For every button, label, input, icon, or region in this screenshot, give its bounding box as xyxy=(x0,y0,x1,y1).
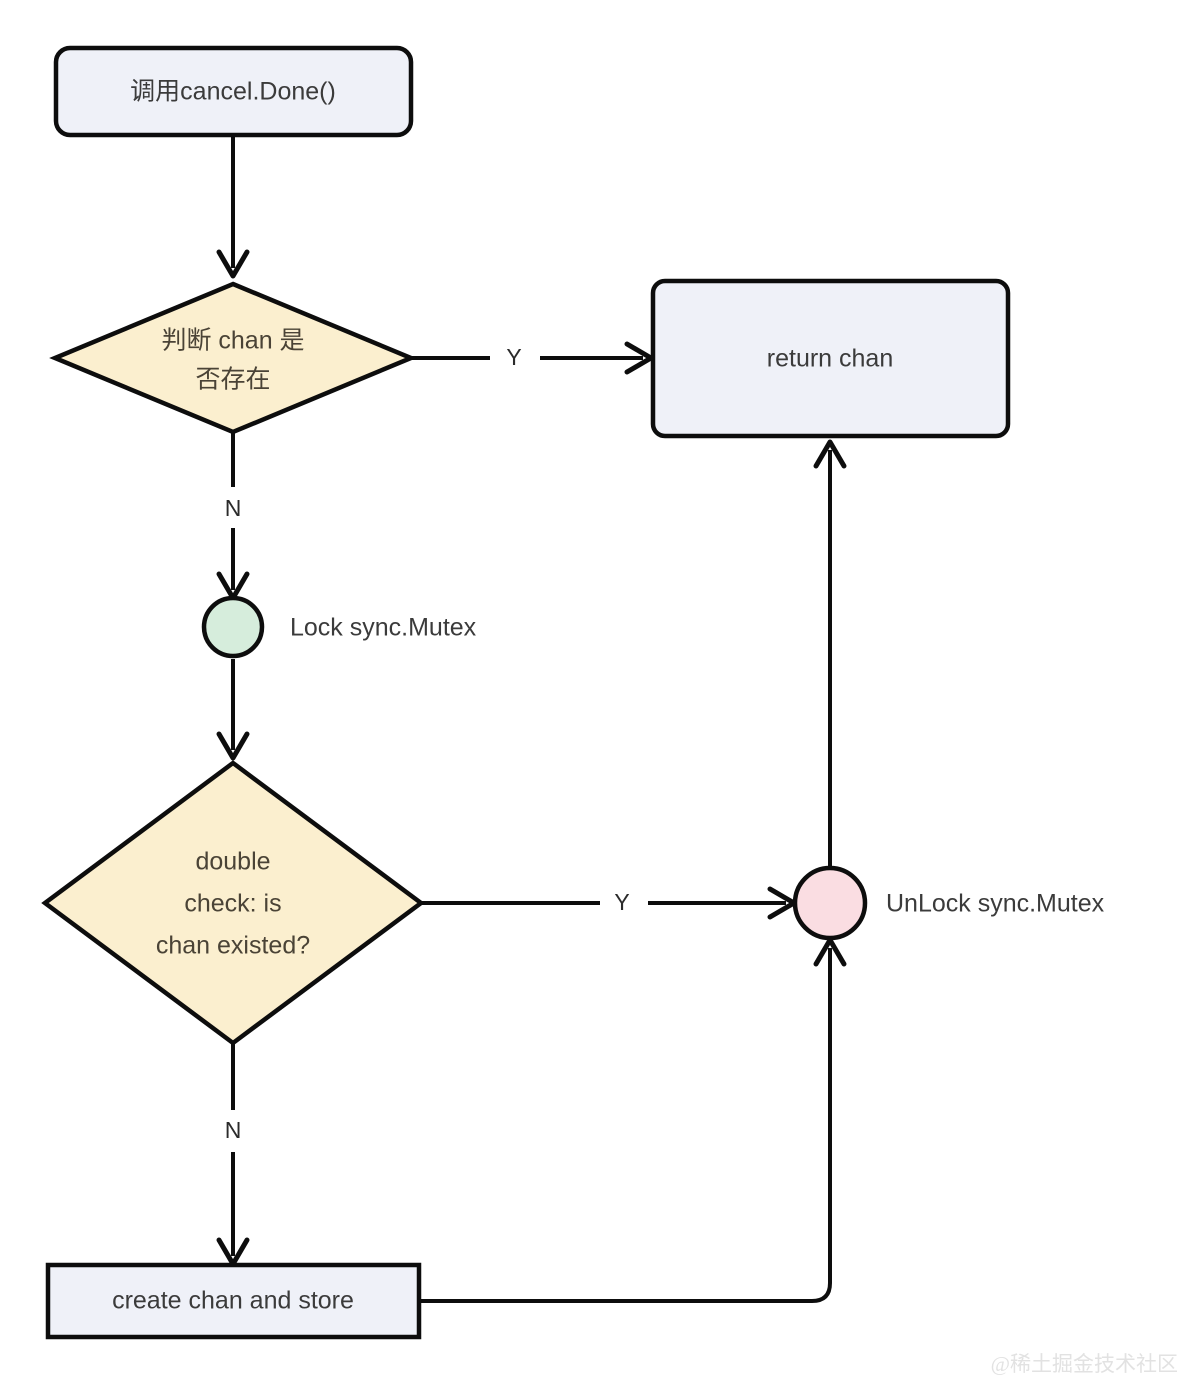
edge-decision1-yes: Y xyxy=(412,341,654,375)
node-return-chan[interactable]: return chan xyxy=(650,278,1011,439)
return-chan-box-shape xyxy=(650,278,1011,439)
unlock-circle-shape xyxy=(792,865,868,941)
decision1-label-line2: 否存在 xyxy=(195,366,270,394)
edge-label-no-1: N xyxy=(225,495,242,521)
start-box-shape xyxy=(53,45,414,138)
edge-start-to-decision1 xyxy=(216,134,250,279)
create-chan-label: create chan and store xyxy=(112,1287,354,1315)
edge-create-to-unlock xyxy=(419,937,847,1303)
edge-label-no-2: N xyxy=(225,1117,242,1143)
create-chan-box-shape xyxy=(45,1262,422,1340)
decision1-label-line1: 判断 chan 是 xyxy=(161,327,304,355)
edge-decision1-no: N xyxy=(216,432,250,601)
edge-unlock-to-return xyxy=(813,439,847,868)
decision2-shape xyxy=(41,760,425,1046)
lock-circle-shape xyxy=(201,595,265,659)
decision2-label-line2: check: is xyxy=(184,890,281,918)
node-lock-mutex[interactable]: Lock sync.Mutex xyxy=(201,595,477,659)
edge-label-yes-2: Y xyxy=(614,889,629,915)
unlock-mutex-label: UnLock sync.Mutex xyxy=(886,890,1105,918)
start-box-label: 调用cancel.Done() xyxy=(130,78,336,106)
node-create-chan[interactable]: create chan and store xyxy=(45,1262,422,1340)
watermark: @稀土掘金技术社区 xyxy=(991,1352,1178,1376)
edge-decision2-yes: Y xyxy=(422,886,797,920)
lock-mutex-label: Lock sync.Mutex xyxy=(290,614,477,642)
return-chan-label: return chan xyxy=(767,345,893,373)
node-start[interactable]: 调用cancel.Done() xyxy=(53,45,414,138)
node-chan-exists-decision[interactable]: 判断 chan 是 否存在 xyxy=(49,281,417,435)
node-double-check-decision[interactable]: double check: is chan existed? xyxy=(41,760,425,1046)
decision2-label-line3: chan existed? xyxy=(156,932,310,960)
edge-lock-to-decision2 xyxy=(216,659,250,761)
edge-decision2-no: N xyxy=(216,1043,250,1267)
decision1-shape xyxy=(49,281,417,435)
edge-label-yes-1: Y xyxy=(506,344,521,370)
decision2-label-line1: double xyxy=(195,848,270,876)
node-unlock-mutex[interactable]: UnLock sync.Mutex xyxy=(792,865,1105,941)
